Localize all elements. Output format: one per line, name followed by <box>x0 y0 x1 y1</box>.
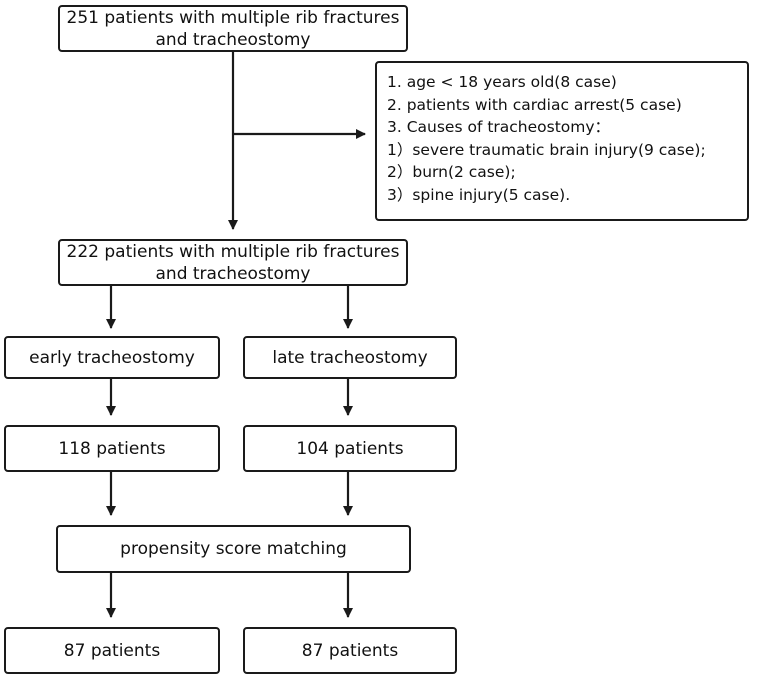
late-tracheostomy-label: late tracheostomy <box>272 347 428 368</box>
late-count-box: 104 patients <box>243 425 457 472</box>
early-tracheostomy-label: early tracheostomy <box>29 347 195 368</box>
exclusion-item: 3. Causes of tracheostomy： <box>387 118 611 136</box>
exclusion-criteria-box: 1. age < 18 years old(8 case) 2. patient… <box>375 61 749 221</box>
early-matched-box: 87 patients <box>4 627 220 674</box>
included-cohort-box: 222 patients with multiple rib fractures… <box>58 239 408 286</box>
exclusion-item: 2）burn(2 case); <box>387 163 516 181</box>
initial-cohort-box: 251 patients with multiple rib fractures… <box>58 5 408 52</box>
late-tracheostomy-box: late tracheostomy <box>243 336 457 379</box>
propensity-matching-label: propensity score matching <box>120 539 347 559</box>
exclusion-item: 1. age < 18 years old(8 case) <box>387 73 617 91</box>
late-count-label: 104 patients <box>296 438 404 459</box>
early-count-box: 118 patients <box>4 425 220 472</box>
exclusion-item: 3）spine injury(5 case). <box>387 185 571 204</box>
propensity-matching-box: propensity score matching <box>56 525 411 573</box>
late-matched-label: 87 patients <box>301 640 399 661</box>
included-cohort-label: 222 patients with multiple rib fractures… <box>66 241 400 284</box>
early-matched-label: 87 patients <box>63 640 161 661</box>
exclusion-item: 1）severe traumatic brain injury(9 case); <box>387 140 706 159</box>
early-count-label: 118 patients <box>58 438 166 459</box>
initial-cohort-label: 251 patients with multiple rib fractures… <box>66 7 400 50</box>
early-tracheostomy-box: early tracheostomy <box>4 336 220 379</box>
exclusion-item: 2. patients with cardiac arrest(5 case) <box>387 95 682 114</box>
exclusion-list: 1. age < 18 years old(8 case) 2. patient… <box>387 71 706 206</box>
late-matched-box: 87 patients <box>243 627 457 674</box>
